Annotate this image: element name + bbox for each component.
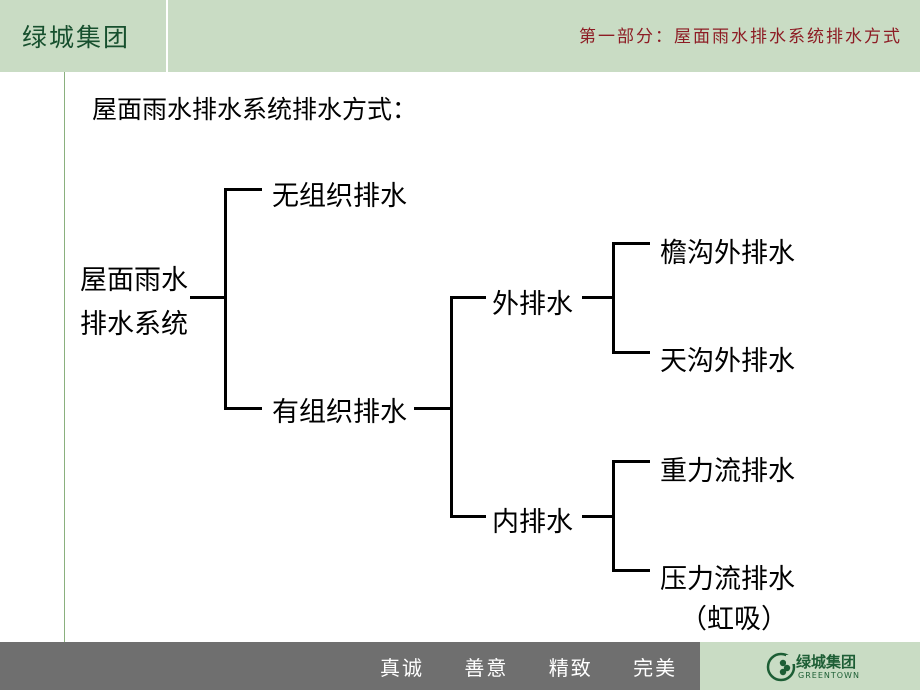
left-margin-rule	[64, 72, 65, 642]
connector-internal-out	[582, 515, 614, 518]
slide-header: 绿城集团 第一部分：屋面雨水排水系统排水方式	[0, 0, 920, 72]
footer-slogan: 真诚 善意 精致 完美	[380, 652, 709, 681]
logo-english-name: GREENTOWN	[798, 671, 860, 680]
connector-external-out	[582, 296, 614, 299]
connector-pressure	[612, 569, 650, 572]
company-name: 绿城集团	[22, 23, 131, 52]
node-siphon-note: （虹吸）	[680, 604, 788, 635]
slogan-word: 精致	[548, 656, 593, 680]
root-node-line1: 屋面雨水	[80, 265, 188, 296]
header-divider	[166, 0, 168, 72]
slide-title: 屋面雨水排水系统排水方式：	[92, 95, 418, 124]
node-valley-gutter: 天沟外排水	[660, 346, 795, 377]
slogan-word: 完美	[633, 656, 678, 680]
node-external-drainage: 外排水	[492, 289, 573, 320]
connector-eaves	[612, 242, 650, 245]
node-gravity-flow: 重力流排水	[660, 456, 795, 487]
node-organized-drainage: 有组织排水	[272, 397, 407, 428]
slogan-word: 善意	[464, 656, 509, 680]
connector-org	[224, 407, 262, 410]
logo-company-name: 绿城集团	[796, 653, 857, 671]
connector-valley	[612, 351, 650, 354]
connector-no-org	[224, 188, 262, 191]
node-no-organized-drainage: 无组织排水	[272, 181, 407, 212]
connector-external-vertical	[612, 242, 615, 354]
connector-org-out	[414, 407, 452, 410]
connector-level2-vertical	[450, 296, 453, 518]
slogan-word: 真诚	[380, 656, 424, 680]
connector-external	[450, 296, 486, 299]
node-internal-drainage: 内排水	[492, 507, 573, 538]
greentown-leaf-icon	[766, 652, 796, 682]
connector-internal-vertical	[612, 460, 615, 572]
section-title: 第一部分：屋面雨水排水系统排水方式	[579, 27, 902, 47]
connector-gravity	[612, 460, 650, 463]
connector-internal	[450, 515, 486, 518]
connector-root	[190, 296, 226, 299]
node-eaves-gutter: 檐沟外排水	[660, 238, 795, 269]
slide-footer: 真诚 善意 精致 完美 绿城集团 GREENTOWN	[0, 642, 920, 690]
footer-logo: 绿城集团 GREENTOWN	[700, 642, 920, 690]
connector-level1-vertical	[224, 188, 227, 410]
node-pressure-flow: 压力流排水	[660, 564, 795, 595]
root-node-line2: 排水系统	[80, 309, 188, 340]
